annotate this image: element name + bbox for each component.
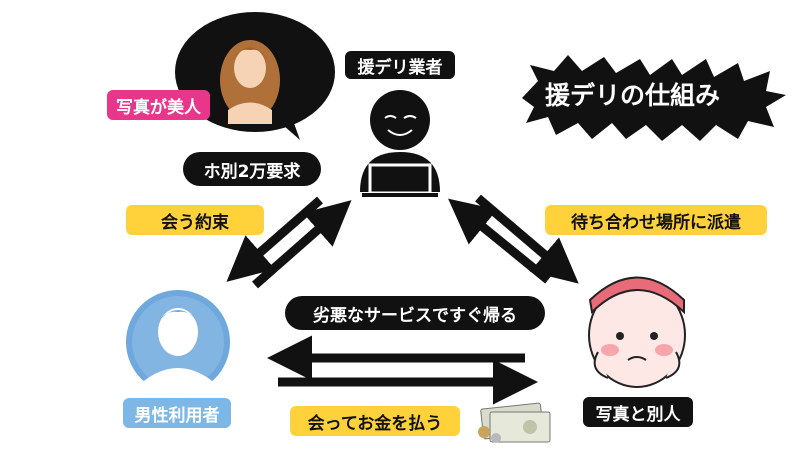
hacker-laptop-icon [360,90,440,197]
promise-label: 会う約束 [126,205,264,235]
user-label: 男性利用者 [123,398,231,428]
woman-photo-icon [220,40,280,124]
male-user-silhouette-icon [126,290,230,394]
actual-woman-label: 写真と別人 [583,397,693,427]
payment-label: 会ってお金を払う [290,406,460,436]
title-starburst [522,55,786,141]
speech-bubble-icon [175,12,335,140]
dispatch-label: 待ち合わせ場所に派遣 [545,205,767,235]
chubby-woman-illustration [588,276,686,388]
bad-service-label: 劣悪なサービスですぐ帰る [285,296,545,330]
photo-caption-label: 写真が美人 [107,90,210,120]
operator-label: 援デリ業者 [345,51,455,79]
arrows-woman-user [267,335,538,405]
cash-bills-icon [478,402,551,443]
arrows-operator-woman [448,194,579,284]
arrows-user-operator [226,196,352,289]
diagram-title: 援デリの仕組み [545,81,721,110]
demand-label: ホ別2万要求 [183,152,321,186]
